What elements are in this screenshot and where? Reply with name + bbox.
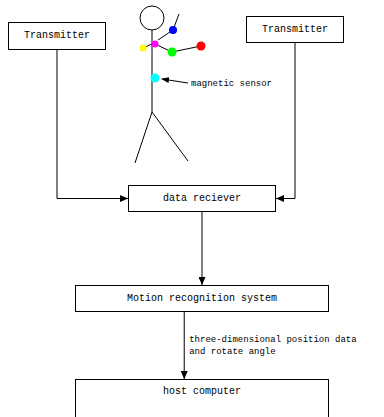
arrow-connector	[184, 312, 185, 379]
box-label: data reciever	[163, 193, 241, 205]
box-label: Transmitter	[262, 24, 328, 36]
edge-label: three-dimensional position data and rota…	[189, 334, 367, 358]
arrow-connector	[202, 212, 203, 285]
process-box: Transmitter	[246, 16, 344, 43]
process-box: host computer	[75, 379, 329, 417]
box-label: Motion recognition system	[127, 293, 277, 305]
box-label: Transmitter	[24, 30, 90, 42]
arrow-connector	[276, 43, 295, 199]
arrow-connector	[57, 50, 128, 199]
callout-label: magnetic sensor	[191, 78, 272, 90]
process-box: Transmitter	[8, 22, 106, 50]
process-box: Motion recognition system	[75, 285, 329, 312]
box-label: host computer	[163, 386, 241, 398]
process-box: data reciever	[128, 185, 276, 212]
